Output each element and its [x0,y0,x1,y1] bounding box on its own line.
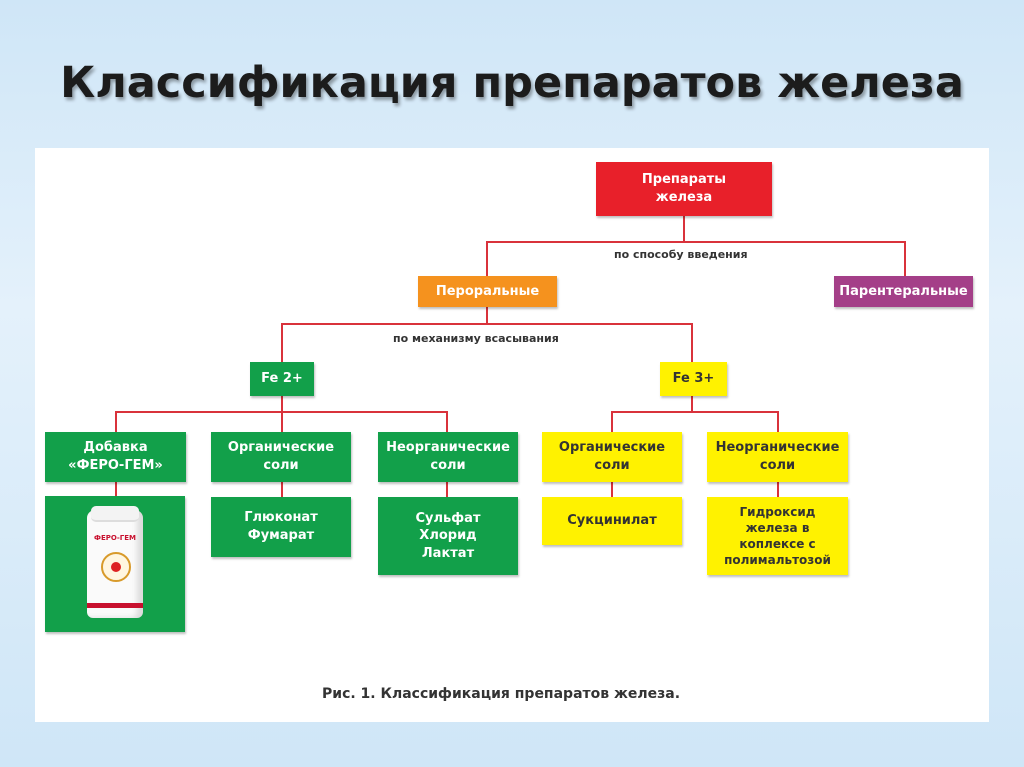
node-fe3: Fe 3+ [660,362,727,396]
edge-label-by-route: по способу введения [610,248,752,261]
node-fe2-inorganic: Неорганические соли [378,432,518,482]
slide-title: Классификация препаратов железа [60,58,964,108]
fero-gem-product-image: ФЕРО-ГЕМ [45,496,185,632]
node-fe2-organic: Органические соли [211,432,351,482]
node-fe3-organic: Органические соли [542,432,682,482]
supplement-jar-icon: ФЕРО-ГЕМ [87,506,143,618]
node-fe3-inorganic-items: Гидроксид железа в коплексе с полимальто… [707,497,848,575]
jar-emblem-icon [101,552,131,582]
node-fe2-organic-items: Глюконат Фумарат [211,497,351,557]
edge-label-by-mechanism: по механизму всасывания [389,332,563,345]
connector-fe-bar [281,323,693,362]
jar-stripe [87,603,143,608]
jar-brand-label: ФЕРО-ГЕМ [94,534,136,542]
node-parenteral: Парентеральные [834,276,973,307]
node-fe2-inorganic-items: Сульфат Хлорид Лактат [378,497,518,575]
node-fe3-inorganic: Неорганические соли [707,432,848,482]
node-fe3-organic-items: Сукцинилат [542,497,682,545]
node-fe2-supplement: Добавка «ФЕРО-ГЕМ» [45,432,186,482]
node-oral: Пероральные [418,276,557,307]
connector-fe3-bar [611,411,779,432]
node-fe2: Fe 2+ [250,362,314,396]
node-root: Препараты железа [596,162,772,216]
figure-caption: Рис. 1. Классификация препаратов железа. [322,686,681,702]
jar-cap [91,506,139,522]
connector-level1-bar [486,241,906,276]
